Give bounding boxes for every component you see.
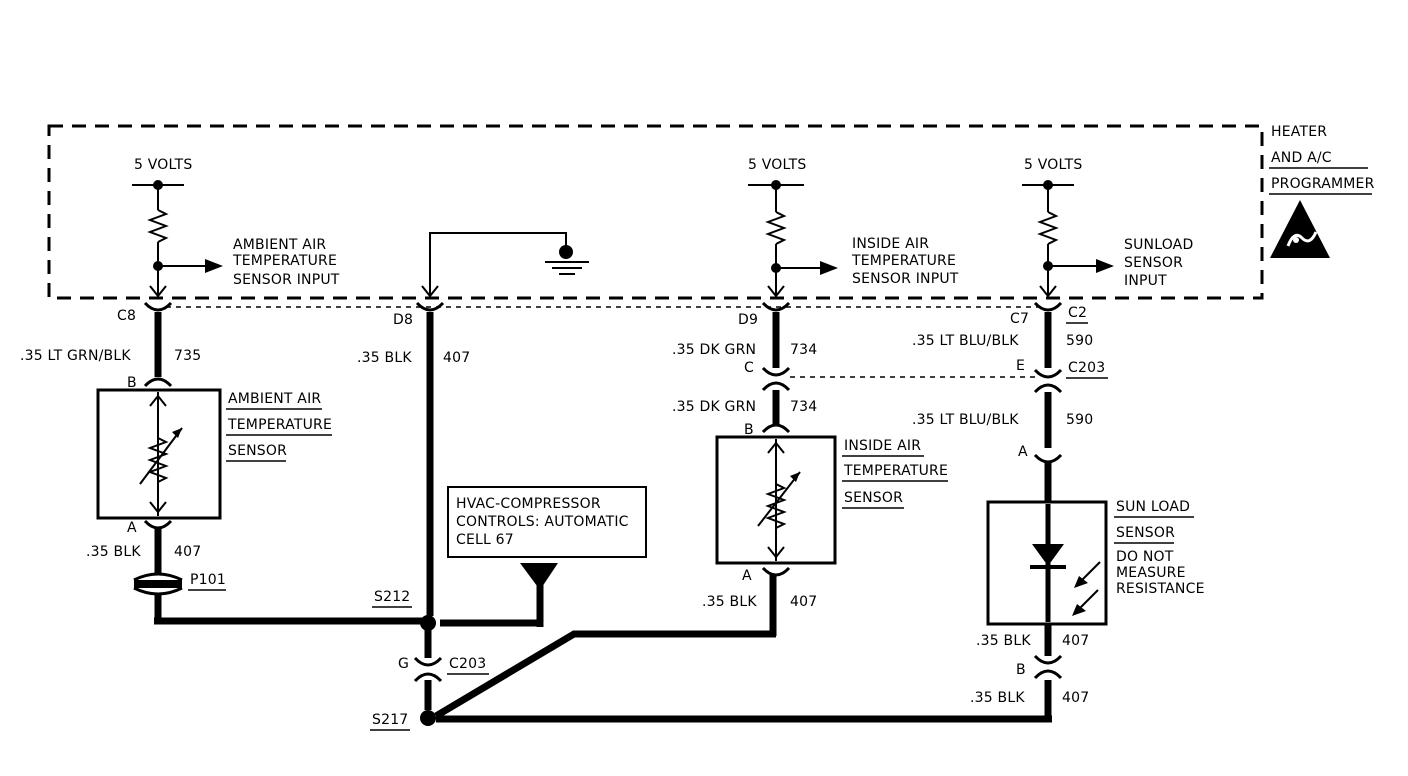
connector-c8 — [143, 301, 173, 312]
pin-c8: C8 — [117, 308, 136, 324]
pin-a-sun: A — [1018, 444, 1028, 460]
splice-s217-label: S217 — [372, 712, 408, 728]
input-sunload-line1: SUNLOAD — [1124, 237, 1193, 253]
connector-d8 — [415, 301, 445, 312]
esd-warning-icon — [1270, 200, 1330, 258]
pin-b-ambient: B — [127, 375, 137, 391]
sensor-inside-line1: INSIDE AIR — [844, 438, 921, 454]
module-boundary — [47, 124, 1264, 300]
pin-a-inside: A — [742, 568, 752, 584]
p101-passthrough — [133, 572, 183, 596]
connector-c203-upper: C203 — [1068, 360, 1105, 376]
pullup-resistor-ambient — [147, 209, 169, 243]
connector-d9 — [761, 301, 791, 312]
input-sunload-line2: SENSOR — [1124, 255, 1183, 271]
pin-g: G — [398, 656, 409, 672]
wire-ground-circuit: 407 — [443, 350, 470, 366]
pin-e: E — [1016, 358, 1025, 374]
ground-circuit: D8 .35 BLK 407 S212 HVAC-COMPRESSOR CONT… — [357, 232, 647, 731]
supply-inside-label: 5 VOLTS — [748, 157, 806, 173]
pin-c7: C7 — [1010, 311, 1029, 327]
module-title-line1: HEATER — [1271, 124, 1327, 140]
connector-c7 — [1033, 301, 1063, 312]
sensor-ambient-line3: SENSOR — [228, 443, 287, 459]
sensor-sun-title2: SENSOR — [1116, 525, 1175, 541]
splice-s212 — [420, 615, 436, 631]
input-sunload-line3: INPUT — [1124, 273, 1167, 289]
sensor-sun-title: SUN LOAD — [1116, 499, 1190, 515]
wire-sun-bottom-gauge: .35 BLK — [976, 633, 1031, 649]
wire-ground-gauge: .35 BLK — [357, 350, 412, 366]
sensor-inside-line3: SENSOR — [844, 490, 903, 506]
supply-ambient-label: 5 VOLTS — [134, 157, 192, 173]
arrow-icon — [820, 261, 838, 275]
splice-s212-label: S212 — [374, 589, 410, 605]
pin-d9: D9 — [738, 312, 758, 328]
wire-inside-bottom-gauge: .35 BLK — [702, 594, 757, 610]
wire-inside-bottom-circuit: 407 — [790, 594, 817, 610]
inside-circuit: 5 VOLTS INSIDE AIR TEMPERATURE SENSOR IN… — [434, 157, 959, 720]
thermistor-ambient — [147, 437, 169, 483]
connector-c203-lower-label: C203 — [449, 656, 486, 672]
reference-line1: HVAC-COMPRESSOR — [456, 496, 601, 512]
wire-ambient-top-circuit: 735 — [174, 348, 201, 364]
module-title-line2: AND A/C — [1271, 150, 1332, 166]
sensor-inside-line2: TEMPERATURE — [843, 463, 948, 479]
input-inside-line2: TEMPERATURE — [851, 253, 956, 269]
pin-d8: D8 — [393, 312, 413, 328]
wire-sun-lower-circuit: 407 — [1062, 690, 1089, 706]
input-ambient-line2: TEMPERATURE — [232, 253, 337, 269]
pin-a-ambient: A — [127, 520, 137, 536]
reference-line2: CONTROLS: AUTOMATIC — [456, 514, 629, 530]
wire-inside-mid-circuit: 734 — [790, 399, 817, 415]
reference-box — [447, 486, 647, 558]
connector-p101: P101 — [190, 572, 226, 588]
input-inside-line3: SENSOR INPUT — [852, 271, 959, 287]
wire-inside-mid-gauge: .35 DK GRN — [672, 399, 756, 415]
ground-point — [559, 245, 573, 259]
photodiode-icon — [1032, 544, 1064, 566]
pin-c: C — [744, 360, 754, 376]
pullup-resistor-sunload — [1037, 211, 1059, 245]
wire-inside-top-gauge: .35 DK GRN — [672, 342, 756, 358]
ambient-circuit: 5 VOLTS AMBIENT AIR TEMPERATURE SENSOR I… — [20, 157, 424, 625]
sensor-sun-note3: RESISTANCE — [1116, 581, 1205, 597]
connector-c2: C2 — [1068, 305, 1087, 321]
sensor-sun-note1: DO NOT — [1116, 549, 1174, 565]
wire-sun-top-gauge: .35 LT BLU/BLK — [912, 333, 1019, 349]
connector-c203-inside — [761, 381, 791, 392]
arrow-icon — [1096, 259, 1114, 273]
pin-b-sun: B — [1016, 662, 1026, 678]
pin-b-inside: B — [744, 422, 754, 438]
wire-sun-mid-gauge: .35 LT BLU/BLK — [912, 412, 1019, 428]
sunload-circuit: 5 VOLTS SUNLOAD SENSOR INPUT C7 C2 .35 L… — [436, 157, 1205, 723]
pullup-resistor-inside — [765, 211, 787, 245]
reference-line3: CELL 67 — [456, 532, 514, 548]
reference-arrow-icon — [520, 563, 558, 590]
input-ambient-line1: AMBIENT AIR — [233, 237, 326, 253]
wire-sun-mid-circuit: 590 — [1066, 412, 1093, 428]
supply-sunload-label: 5 VOLTS — [1024, 157, 1082, 173]
thermistor-inside — [765, 483, 787, 529]
sensor-ambient-line2: TEMPERATURE — [227, 417, 332, 433]
sensor-sun-note2: MEASURE — [1116, 565, 1186, 581]
arrow-icon — [205, 259, 223, 273]
wire-ambient-bottom-circuit: 407 — [174, 544, 201, 560]
wire-sun-lower-gauge: .35 BLK — [970, 690, 1025, 706]
wire-inside-top-circuit: 734 — [790, 342, 817, 358]
wire-sun-bottom-circuit: 407 — [1062, 633, 1089, 649]
input-inside-line1: INSIDE AIR — [852, 236, 929, 252]
splice-s217 — [420, 710, 436, 726]
wire-sun-top-circuit: 590 — [1066, 333, 1093, 349]
connector-c203-lower — [413, 672, 443, 683]
programmer-module: HEATER AND A/C PROGRAMMER — [47, 124, 1375, 300]
sensor-ambient-line1: AMBIENT AIR — [228, 391, 321, 407]
input-ambient-line3: SENSOR INPUT — [233, 272, 340, 288]
connector-sun-b — [1033, 669, 1063, 680]
connector-c203-sun — [1033, 383, 1063, 394]
module-title-line3: PROGRAMMER — [1271, 176, 1375, 192]
wire-ambient-bottom-gauge: .35 BLK — [86, 544, 141, 560]
wire-ambient-top-gauge: .35 LT GRN/BLK — [20, 348, 131, 364]
